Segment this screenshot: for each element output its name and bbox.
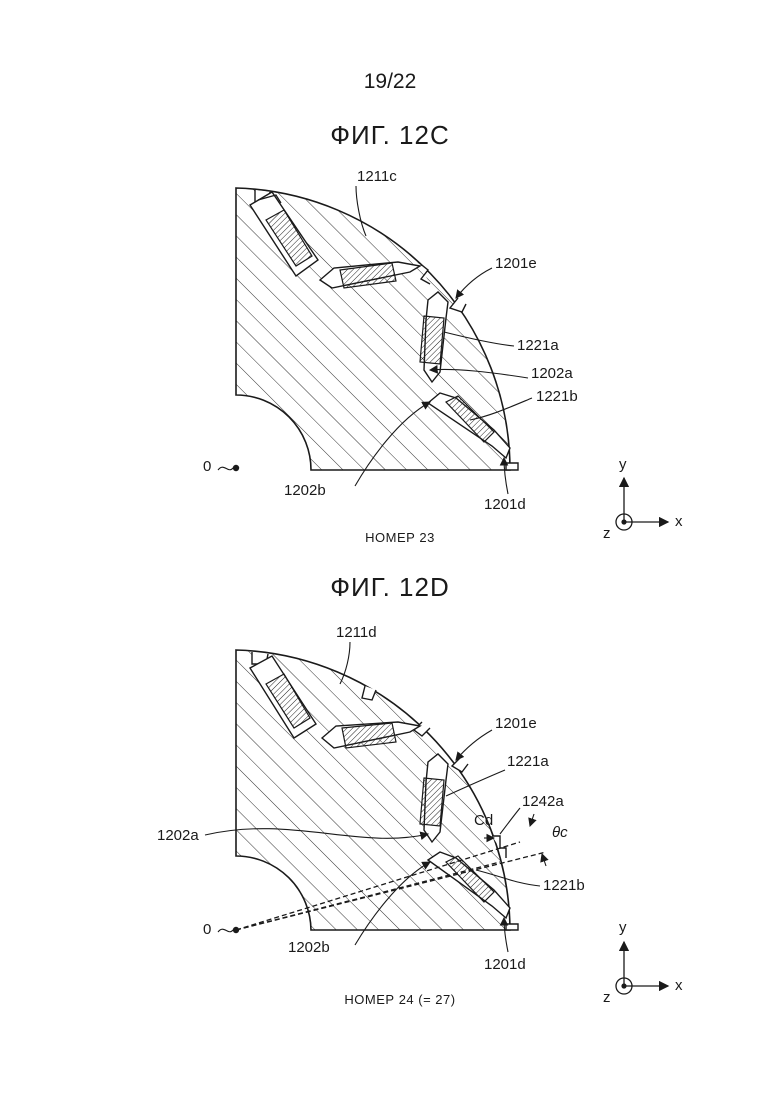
figure-12d-caption: НОМЕР 24 (= 27) [0, 992, 780, 1007]
label-1202b: 1202b [288, 939, 330, 956]
outer-notch [506, 924, 518, 930]
leader-1201e [456, 730, 492, 760]
label-1242a: 1242a [522, 793, 564, 810]
label-theta-c: θc [552, 824, 568, 841]
label-1202a: 1202a [157, 827, 199, 844]
label-1211c: 1211c [357, 168, 397, 185]
theta-arrow-top [530, 814, 534, 826]
figure-12d-drawing [205, 642, 668, 994]
outer-notch [506, 463, 518, 470]
origin-point [233, 465, 239, 471]
label-1221a: 1221a [507, 753, 549, 770]
label-origin: 0 [203, 921, 211, 938]
leader-1201e [456, 268, 492, 298]
label-origin: 0 [203, 458, 211, 475]
label-1201d: 1201d [484, 496, 526, 513]
label-cd: Cd [474, 812, 493, 829]
leader-1242a [500, 808, 520, 834]
label-1201e: 1201e [495, 715, 537, 732]
label-1221a: 1221a [517, 337, 559, 354]
label-1201d: 1201d [484, 956, 526, 973]
theta-arrow-bottom [542, 854, 546, 866]
label-1201e: 1201e [495, 255, 537, 272]
label-1211d: 1211d [336, 624, 377, 641]
figure-12c-drawing [218, 186, 668, 530]
label-1202b: 1202b [284, 482, 326, 499]
label-1202a: 1202a [531, 365, 573, 382]
axis-y-label: y [619, 919, 627, 936]
axis-y-label: y [619, 456, 627, 473]
origin-point [233, 927, 239, 933]
axis-x-label: x [675, 513, 683, 530]
label-1221b: 1221b [536, 388, 578, 405]
label-1221b: 1221b [543, 877, 585, 894]
figure-12c-caption: НОМЕР 23 [0, 530, 780, 545]
